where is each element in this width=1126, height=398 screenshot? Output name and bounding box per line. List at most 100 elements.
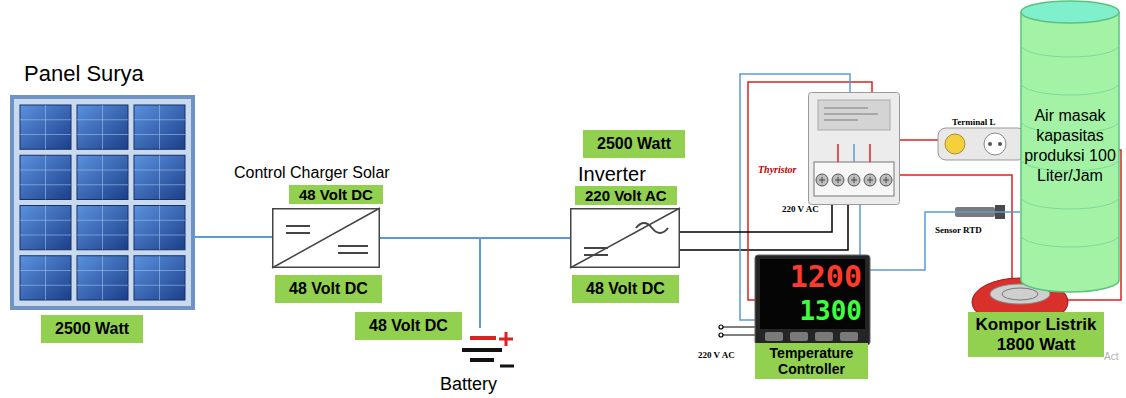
terminal-socket (938, 128, 1026, 160)
solar-panel-art (77, 155, 128, 199)
mains-input-wire (722, 326, 755, 327)
inverter-art (636, 223, 668, 233)
value-box: 48 Volt DC (572, 275, 679, 303)
inverter-art (570, 208, 680, 268)
solar-panel-art (10, 95, 195, 310)
inverter-art (570, 208, 680, 268)
battery-art (470, 336, 496, 340)
solar-panel-art (77, 105, 128, 149)
solar-panel-art (134, 256, 185, 300)
solar-panel-art (20, 105, 71, 149)
temperature-controller: 1200 1300 (755, 255, 870, 345)
thyristor-module-art (819, 177, 825, 183)
thyristor-module-art (864, 174, 876, 186)
charge-controller-art (272, 208, 380, 268)
water-tank-art (1021, 12, 1119, 292)
thyristor-module-art (814, 162, 894, 196)
thyristor-module-art (809, 93, 900, 205)
terminal-socket (998, 142, 1002, 146)
thyristor-module-art (835, 177, 841, 183)
box-text: 48 Volt DC (369, 317, 448, 335)
control-wire-red (900, 175, 1012, 288)
inverter-title: Inverter (578, 163, 646, 185)
temperature-controller-art (815, 332, 833, 341)
battery-art (499, 332, 513, 346)
box-text: 48 Volt DC (289, 280, 368, 298)
control-wire-red (900, 139, 938, 141)
solar-panel-art (77, 256, 128, 300)
sensor-label: Sensor RTD (935, 224, 982, 236)
panel-title: Panel Surya (24, 61, 144, 87)
mains-input-wire (719, 325, 755, 337)
value-box: 48 Volt DC (289, 185, 383, 204)
battery-art (462, 348, 502, 352)
inverter-output-wire (680, 205, 848, 250)
thyristor-module-art (808, 92, 900, 205)
box-text: 220 Volt AC (585, 187, 667, 204)
electric-stove (1002, 288, 1038, 300)
temperature-controller-art (755, 255, 870, 345)
temperature-controller-art (765, 332, 783, 341)
display-digits: 1300 (761, 297, 862, 325)
solar-panel-art (134, 155, 185, 199)
thyristor-module-art (883, 177, 889, 183)
tank-text: Air masak kapasitas produksi 100 Liter/J… (1024, 106, 1116, 186)
solar-panel: Panel Surya (10, 95, 195, 310)
solar-panel-art (134, 155, 185, 199)
solar-panel-art (77, 206, 128, 250)
temperature-controller-art (760, 259, 865, 329)
solar-panel-art (20, 256, 71, 300)
inverter-output-wire (680, 205, 848, 250)
voltage-label: 220 V AC (782, 203, 819, 215)
charge-controller: Control Charger Solar (272, 208, 380, 268)
inverter-art (571, 209, 680, 268)
solar-panel-art (134, 105, 185, 149)
thyristor-module-art (818, 100, 890, 130)
battery-art (460, 328, 520, 372)
thyristor-module-art (816, 174, 828, 186)
connector-line (859, 205, 861, 255)
value-box: 48 Volt DC (275, 275, 382, 303)
temperature-controller-art (840, 332, 858, 341)
solar-panel-art (134, 256, 185, 300)
solar-panel-art (77, 105, 128, 149)
temperature-controller-art (790, 332, 808, 341)
solar-panel-art (20, 256, 71, 300)
solar-panel-art (12, 97, 193, 308)
water-tank: Air masak kapasitas produksi 100 Liter/J… (1020, 0, 1120, 292)
value-box: 2500 Watt (41, 315, 143, 343)
thyristor-module-art (853, 144, 855, 162)
box-text: Temperature Controller (758, 345, 865, 377)
value-box: 2500 Watt (583, 130, 685, 158)
solar-panel-art (134, 206, 185, 250)
mains-input-wire (719, 325, 723, 329)
solar-panel-art (20, 105, 71, 149)
solar-panel-art (77, 206, 128, 250)
terminal-socket (945, 134, 965, 154)
battery-art (500, 365, 514, 368)
water-tank-art (1021, 1, 1119, 23)
battery-label: Battery (440, 374, 497, 394)
terminal-socket (938, 128, 1026, 160)
charge-controller-art (272, 208, 380, 268)
water-tank-art (1020, 0, 1120, 292)
thyristor-module-art (824, 108, 878, 120)
charger-title: Control Charger Solar (234, 163, 390, 182)
thyristor-module-art (848, 174, 860, 186)
display-digits: 1200 (761, 261, 862, 293)
watermark: Act (1104, 350, 1118, 363)
mains-input-wire (722, 334, 755, 335)
inverter-art (584, 248, 608, 255)
solar-panel-art (134, 105, 185, 149)
box-text: Kompor Listrik 1800 Watt (972, 315, 1100, 354)
inverter: Inverter (570, 208, 680, 268)
mains-input-wire (719, 333, 723, 337)
connector-line (870, 212, 1020, 270)
thyristor-module-art (867, 177, 873, 183)
solar-panel-art (20, 206, 71, 250)
terminal-socket (988, 142, 992, 146)
thyristor-module-art (851, 177, 857, 183)
thyristor-module-art (838, 144, 870, 162)
water-tank-art (1021, 83, 1119, 95)
